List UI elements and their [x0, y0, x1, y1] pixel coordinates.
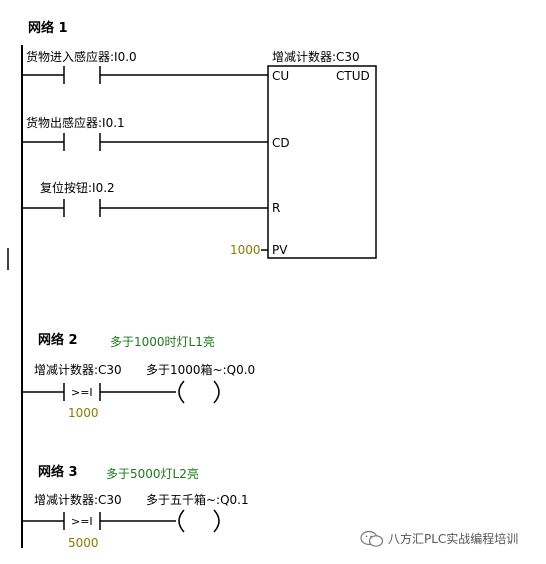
coil-q01-graphic[interactable]: [178, 509, 220, 533]
watermark-text: 八方汇PLC实战编程培训: [388, 532, 519, 546]
network2-coil-label: 多于1000箱~:Q0.0: [146, 363, 256, 377]
network3-comment: 多于5000灯L2亮: [106, 467, 199, 481]
contact-i02-label: 复位按钮:I0.2: [40, 181, 115, 195]
network2-compare-label: 增减计数器:C30: [34, 363, 122, 377]
network3-title: 网络 3: [38, 465, 78, 480]
network3-compare-label: 增减计数器:C30: [34, 493, 122, 507]
counter-pin-r: R: [272, 201, 281, 215]
network3-compare-value[interactable]: 5000: [68, 536, 99, 550]
network1-title: 网络 1: [28, 21, 68, 36]
counter-label: 增减计数器:C30: [272, 50, 360, 64]
network3-compare-op: >=I: [71, 515, 93, 528]
counter-pin-cu: CU: [272, 69, 290, 83]
compare-contact-n2-graphic[interactable]: [22, 383, 176, 401]
counter-pin-pv: PV: [272, 243, 288, 257]
wechat-icon: [360, 530, 384, 548]
counter-pin-cd: CD: [272, 136, 290, 150]
contact-i01-label: 货物出感应器:I0.1: [26, 116, 125, 130]
contact-i00-label: 货物进入感应器:I0.0: [26, 50, 137, 64]
counter-box[interactable]: [267, 65, 377, 259]
counter-type: CTUD: [336, 69, 370, 83]
network2-title: 网络 2: [38, 333, 78, 348]
coil-q00-graphic[interactable]: [178, 380, 220, 404]
compare-contact-n3-graphic[interactable]: [22, 512, 176, 530]
network2-compare-value[interactable]: 1000: [68, 406, 99, 420]
counter-pv-value[interactable]: 1000: [230, 243, 261, 257]
network2-comment: 多于1000时灯L1亮: [110, 335, 215, 349]
contact-i00-graphic[interactable]: [22, 66, 268, 84]
network2-compare-op: >=I: [71, 386, 93, 399]
network3-coil-label: 多于五千箱~:Q0.1: [146, 493, 249, 507]
contact-i01-graphic[interactable]: [22, 133, 268, 151]
contact-i02-graphic[interactable]: [22, 199, 268, 217]
